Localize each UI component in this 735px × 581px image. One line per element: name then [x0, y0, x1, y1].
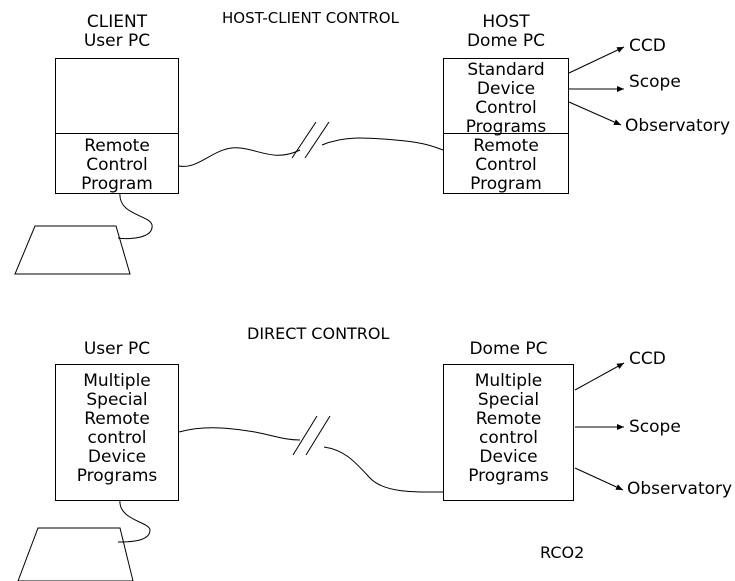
bottom-terminal-cable — [117, 499, 151, 543]
top-link-cable-left — [178, 147, 301, 167]
top-link-break-1 — [291, 121, 317, 159]
top-output-ccd: CCD — [629, 36, 666, 56]
host-program-line: Control — [475, 155, 537, 175]
dome-program-line: Multiple — [474, 371, 543, 391]
bottom-output-ccd: CCD — [629, 349, 666, 369]
client-label-line2: User PC — [83, 31, 151, 51]
bottom-title: DIRECT CONTROL — [247, 324, 390, 343]
user-program-line: Special — [86, 390, 148, 410]
host-upper-line: Programs — [465, 117, 547, 137]
user-program-line: Remote — [84, 409, 150, 429]
bottom-output-observatory: Observatory — [627, 479, 733, 499]
client-label-line1: CLIENT — [86, 12, 148, 32]
bottom-output-scope: Scope — [629, 417, 681, 437]
dome-pc-box — [443, 364, 574, 501]
host-upper-line: Standard — [467, 60, 545, 80]
bottom-arrow-observatory — [574, 467, 624, 491]
bottom-link-cable-left — [178, 427, 301, 441]
user-pc-box — [55, 364, 179, 501]
client-program-line: Program — [81, 174, 153, 194]
user-pc-label: User PC — [83, 339, 151, 359]
dome-pc-label: Dome PC — [469, 339, 548, 359]
bottom-link-cable-right — [323, 446, 444, 493]
bottom-arrow-ccd — [574, 362, 625, 391]
host-upper-line: Control — [475, 98, 537, 118]
host-standard-programs-text: Standard Device Control Programs — [443, 61, 569, 137]
user-program-line: Device — [87, 447, 147, 467]
user-program-line: Multiple — [83, 371, 151, 391]
client-program-line: Control — [86, 155, 148, 175]
dome-program-line: Device — [479, 447, 538, 467]
host-upper-line: Device — [476, 79, 536, 99]
top-title: HOST-CLIENT CONTROL — [222, 9, 399, 27]
dome-program-line: Remote — [475, 409, 542, 429]
host-program-line: Program — [470, 174, 542, 194]
top-output-observatory: Observatory — [625, 116, 731, 136]
top-arrow-ccd — [568, 46, 625, 74]
top-link-cable-right — [321, 137, 444, 151]
bottom-link-break-1 — [292, 415, 318, 456]
top-terminal — [14, 225, 131, 275]
bottom-link-break-2 — [305, 415, 331, 456]
client-program-line: Remote — [84, 136, 150, 156]
host-program-line: Remote — [473, 136, 539, 156]
host-label-line2: Dome PC — [466, 31, 546, 51]
client-remote-program-box — [55, 133, 179, 194]
user-program-line: Programs — [76, 466, 158, 486]
host-remote-program-box — [443, 133, 569, 194]
dome-program-line: Special — [477, 390, 540, 410]
user-program-line: control — [87, 428, 147, 448]
user-programs-text: Multiple Special Remote control Device P… — [55, 372, 179, 486]
top-output-scope: Scope — [629, 72, 681, 92]
top-terminal-cable — [117, 192, 153, 240]
dome-programs-text: Multiple Special Remote control Device P… — [443, 372, 574, 486]
dome-program-line: control — [479, 428, 538, 448]
client-remote-program-text: Remote Control Program — [55, 137, 179, 194]
dome-program-line: Programs — [468, 466, 549, 486]
bottom-terminal — [17, 527, 134, 581]
top-arrow-observatory — [568, 101, 622, 126]
host-remote-program-text: Remote Control Program — [443, 137, 569, 194]
host-label-line1: HOST — [482, 12, 530, 32]
top-link-break-2 — [304, 121, 330, 159]
footer-label: RCO2 — [540, 543, 585, 562]
